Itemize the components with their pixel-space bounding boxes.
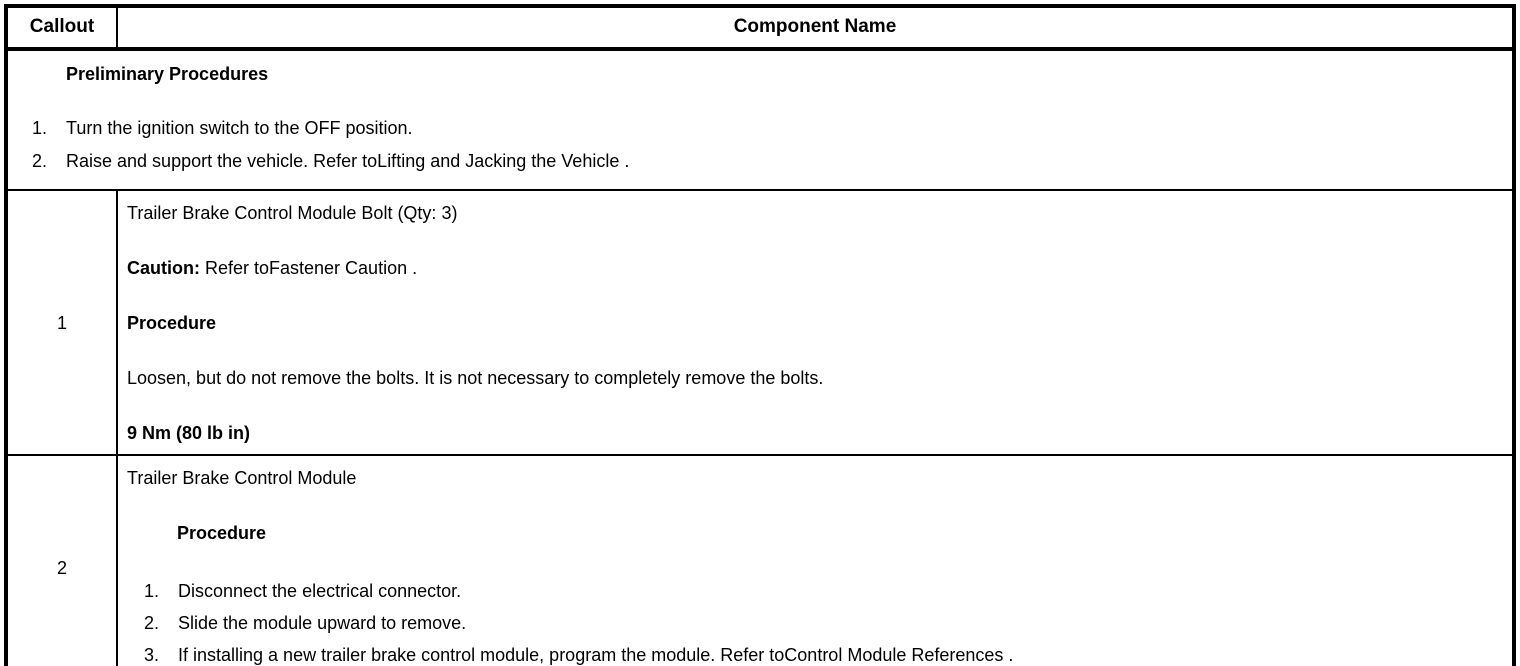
table-row: 1 Trailer Brake Control Module Bolt (Qty… — [6, 190, 1514, 456]
torque-spec-1: 9 Nm (80 lb in) — [127, 423, 251, 443]
procedure-heading-1: Procedure — [127, 313, 217, 333]
table-header-row: Callout Component Name — [6, 6, 1514, 51]
callout-number-2: 2 — [6, 455, 118, 666]
step-marker: 3. — [144, 645, 160, 665]
step-text: Raise and support the vehicle. Refer toL… — [66, 151, 630, 171]
step-text: Slide the module upward to remove. — [178, 613, 467, 633]
preliminary-step-1: 1. Turn the ignition switch to the OFF p… — [8, 112, 1512, 145]
component-name-1: Trailer Brake Control Module Bolt (Qty: … — [127, 203, 458, 223]
step-marker: 1. — [144, 581, 160, 601]
step-text: If installing a new trailer brake contro… — [178, 645, 1014, 665]
procedure-step-2: 2. Slide the module upward to remove. — [118, 607, 1512, 639]
component-name-2: Trailer Brake Control Module — [127, 468, 357, 488]
step-marker: 2. — [32, 151, 48, 171]
caution-label: Caution: — [127, 258, 200, 278]
step-marker: 2. — [144, 613, 160, 633]
callout-number-1: 1 — [6, 190, 118, 456]
step-marker: 1. — [32, 118, 48, 138]
procedure-heading-2: Procedure — [177, 523, 267, 543]
component-detail-cell-2: Trailer Brake Control Module Procedure 1… — [117, 455, 1514, 666]
preliminary-procedures-title: Preliminary Procedures — [66, 64, 269, 84]
procedure-step-1: 1. Disconnect the electrical connector. — [118, 575, 1512, 607]
procedure-steps-list-2: 1. Disconnect the electrical connector. … — [118, 575, 1512, 666]
component-callout-table: Callout Component Name Preliminary Proce… — [4, 4, 1516, 666]
table-row: 2 Trailer Brake Control Module Procedure… — [6, 455, 1514, 666]
preliminary-procedures-row: Preliminary Procedures 1. Turn the ignit… — [6, 49, 1514, 191]
component-detail-cell-1: Trailer Brake Control Module Bolt (Qty: … — [117, 190, 1514, 456]
preliminary-steps-list: 1. Turn the ignition switch to the OFF p… — [8, 112, 1512, 178]
column-header-callout: Callout — [6, 6, 118, 51]
procedure-step-3: 3. If installing a new trailer brake con… — [118, 639, 1512, 666]
column-header-component-name: Component Name — [117, 6, 1514, 51]
caution-note-1: Caution: Refer toFastener Caution . — [127, 256, 1512, 280]
preliminary-procedures-cell: Preliminary Procedures 1. Turn the ignit… — [6, 49, 1514, 191]
procedure-text-1: Loosen, but do not remove the bolts. It … — [127, 368, 824, 388]
caution-text: Refer toFastener Caution . — [199, 258, 418, 278]
step-text: Disconnect the electrical connector. — [178, 581, 462, 601]
step-text: Turn the ignition switch to the OFF posi… — [66, 118, 413, 138]
preliminary-step-2: 2. Raise and support the vehicle. Refer … — [8, 145, 1512, 178]
